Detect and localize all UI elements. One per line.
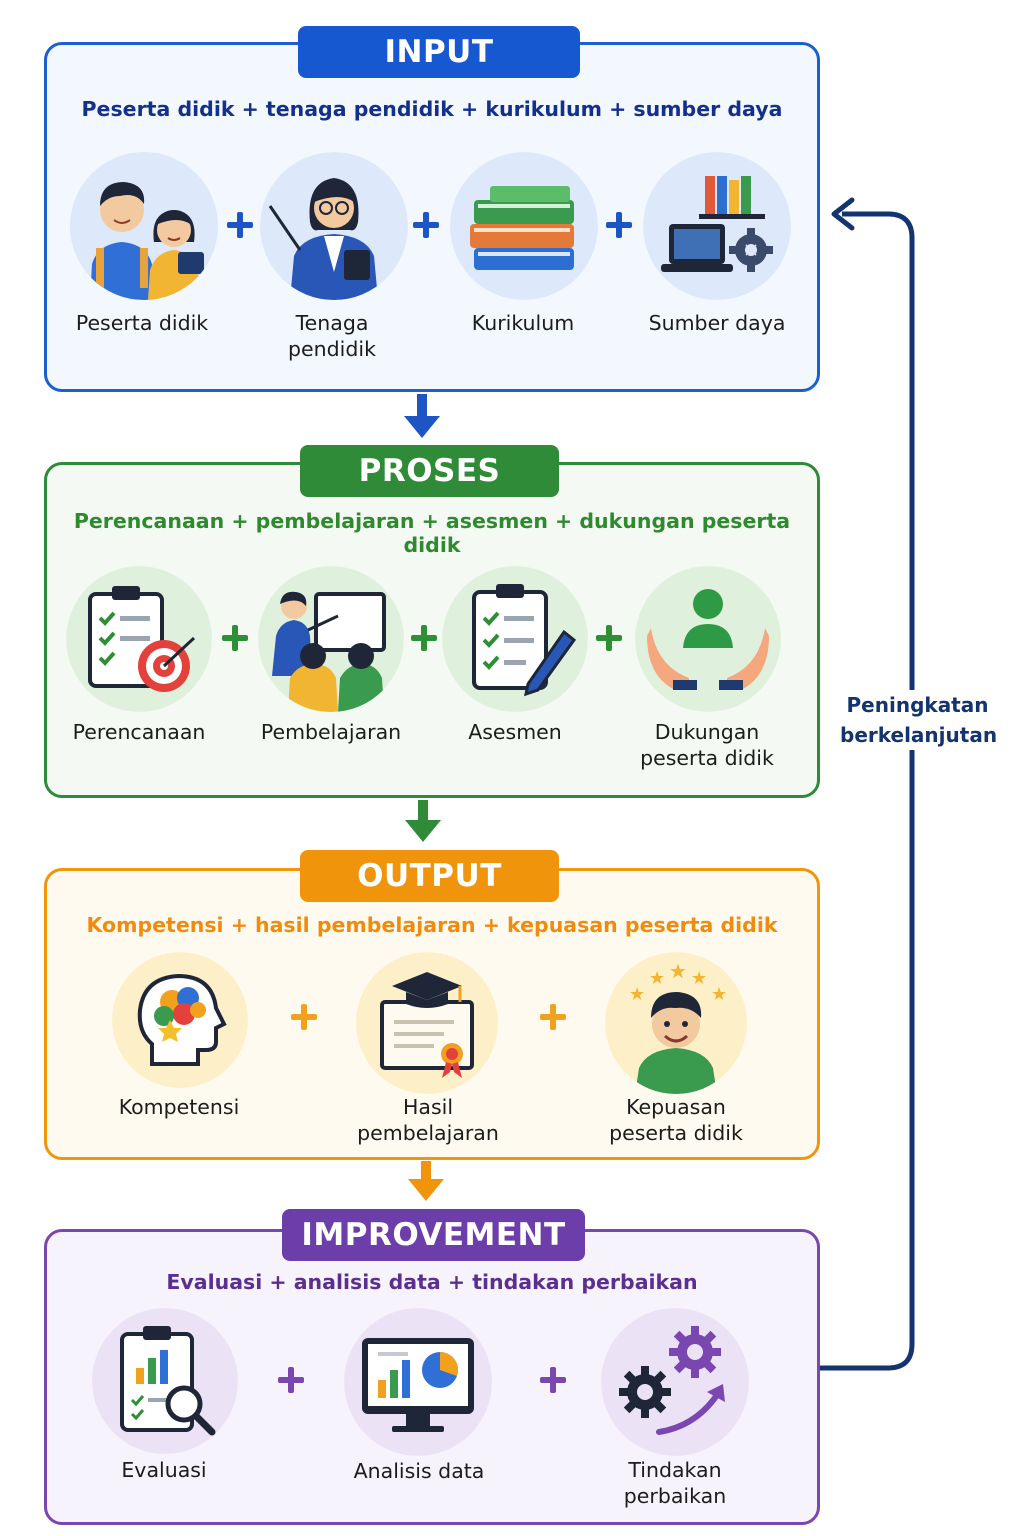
proses-subtitle: Perencanaan + pembelajaran + asesmen + d… — [73, 509, 791, 557]
planning-clipboard-target-icon — [66, 566, 212, 712]
input-item-label: Kurikulum — [471, 311, 575, 335]
proses-item-label: Asesmen — [468, 720, 562, 744]
gears-improvement-icon — [601, 1308, 749, 1456]
input-title: INPUT — [298, 26, 580, 78]
improvement-subtitle: Evaluasi + analisis data + tindakan perb… — [166, 1270, 698, 1294]
assessment-clipboard-pen-icon — [442, 566, 588, 712]
proses-item-label: Dukungan peserta didik — [640, 720, 774, 770]
input-subtitle: Peserta didik + tenaga pendidik + kuriku… — [81, 97, 783, 121]
plus-icon — [538, 1365, 568, 1395]
svg-text:★: ★ — [649, 968, 665, 989]
proses-item-label: Pembelajaran — [260, 720, 402, 744]
input-item-label: Sumber daya — [648, 311, 786, 335]
plus-icon — [411, 210, 441, 240]
plus-icon — [225, 210, 255, 240]
students-icon — [70, 152, 218, 300]
output-item-label: Kepuasan peserta didik — [609, 1095, 743, 1145]
improvement-title: IMPROVEMENT — [282, 1209, 585, 1261]
teaching-whiteboard-icon — [258, 566, 404, 712]
down-arrow-icon — [405, 800, 441, 842]
happy-student-stars-icon: ★ ★ ★ ★ ★ — [605, 952, 747, 1094]
data-analysis-monitor-icon — [344, 1308, 492, 1456]
output-item-label: Kompetensi — [118, 1095, 240, 1119]
proses-title: PROSES — [300, 445, 559, 497]
loop-label: Peningkatan berkelanjutan — [840, 690, 997, 750]
support-hands-person-icon — [635, 566, 781, 712]
svg-text:★: ★ — [669, 959, 687, 983]
plus-icon — [604, 210, 634, 240]
improvement-item-label: Analisis data — [353, 1459, 485, 1483]
svg-text:★: ★ — [691, 968, 707, 989]
resources-icon — [643, 152, 791, 300]
plus-icon — [276, 1365, 306, 1395]
plus-icon — [538, 1002, 568, 1032]
improvement-item-label: Evaluasi — [121, 1458, 207, 1482]
svg-text:★: ★ — [629, 984, 645, 1005]
input-item-label: Peserta didik — [75, 311, 209, 335]
certificate-graduation-icon — [356, 952, 498, 1094]
brain-head-icon — [112, 952, 248, 1088]
plus-icon — [594, 623, 624, 653]
svg-text:★: ★ — [711, 984, 727, 1005]
teacher-icon — [260, 152, 408, 300]
input-item-label: Tenaga pendidik — [288, 311, 376, 361]
output-title: OUTPUT — [300, 850, 559, 902]
plus-icon — [220, 623, 250, 653]
plus-icon — [409, 623, 439, 653]
plus-icon — [289, 1002, 319, 1032]
output-item-label: Hasil pembelajaran — [357, 1095, 499, 1145]
output-subtitle: Kompetensi + hasil pembelajaran + kepuas… — [86, 913, 778, 937]
evaluation-clipboard-magnifier-icon — [92, 1308, 238, 1454]
improvement-item-label: Tindakan perbaikan — [623, 1458, 727, 1508]
books-icon — [450, 152, 598, 300]
proses-item-label: Perencanaan — [72, 720, 206, 744]
down-arrow-icon — [404, 394, 440, 438]
down-arrow-icon — [408, 1161, 444, 1201]
